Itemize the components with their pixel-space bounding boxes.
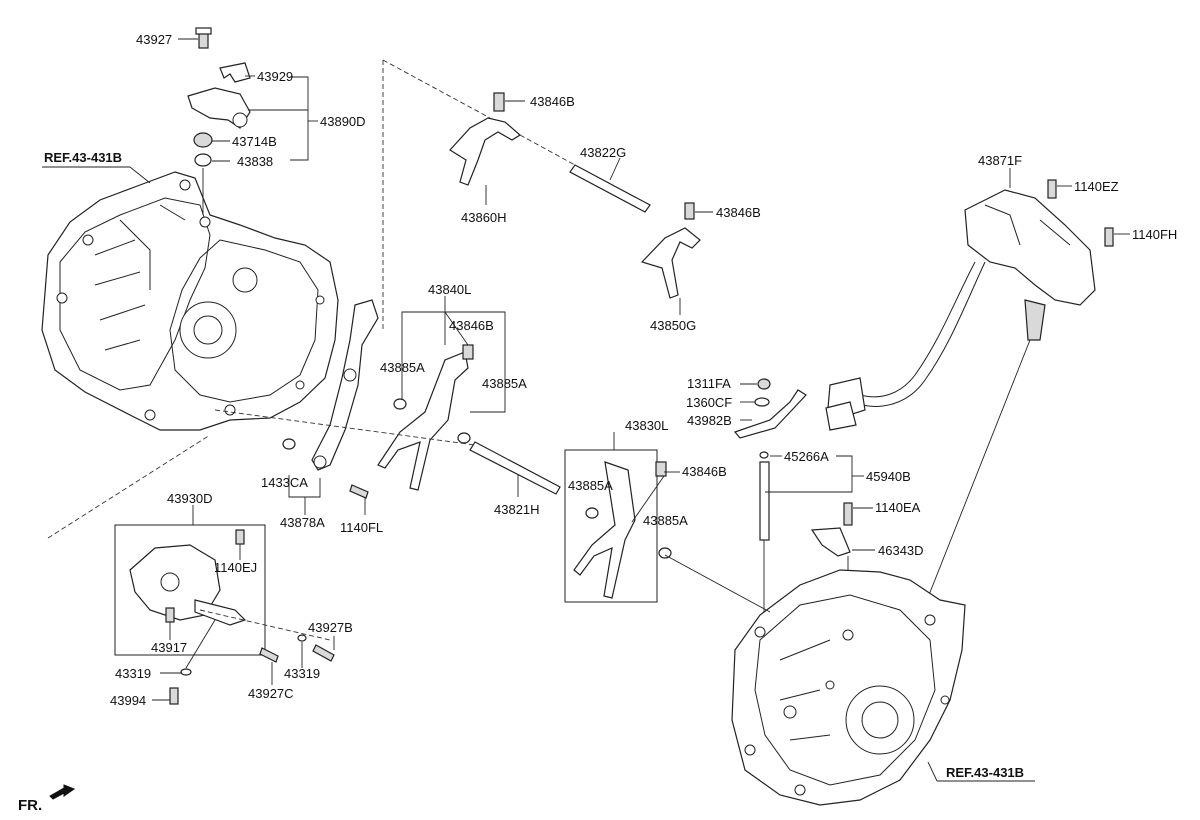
label-45940B: 45940B: [866, 469, 911, 484]
label-43846B-a: 43846B: [530, 94, 575, 109]
label-43714B: 43714B: [232, 134, 277, 149]
label-43822G: 43822G: [580, 145, 626, 160]
label-43840L: 43840L: [428, 282, 471, 297]
switch-harness-43871F: [825, 179, 1114, 606]
detent-parts: [733, 378, 853, 650]
label-43319-b: 43319: [284, 666, 320, 681]
part-labels: 43927 43929 43890D 43714B 43838 REF.43-4…: [44, 32, 1177, 780]
label-45266A: 45266A: [784, 449, 829, 464]
label-43846B-b: 43846B: [716, 205, 761, 220]
label-43846B-c: 43846B: [449, 318, 494, 333]
label-43982B: 43982B: [687, 413, 732, 428]
upper-bracket-stack: [187, 27, 251, 215]
label-43917: 43917: [151, 640, 187, 655]
label-1360CF: 1360CF: [686, 395, 732, 410]
front-marker: FR.: [18, 784, 76, 814]
fork-group-43840L: [311, 299, 561, 495]
label-46343D: 46343D: [878, 543, 924, 558]
fr-label: FR.: [18, 797, 42, 814]
front-direction-arrow-icon: [49, 784, 76, 800]
label-43830L: 43830L: [625, 418, 668, 433]
label-43871F: 43871F: [978, 153, 1022, 168]
label-1140EA: 1140EA: [875, 500, 921, 515]
ref-label-right: REF.43-431B: [946, 765, 1024, 780]
label-43846B-d: 43846B: [682, 464, 727, 479]
label-1140FL: 1140FL: [340, 520, 383, 535]
label-1140FH: 1140FH: [1132, 227, 1177, 242]
label-43885A-d: 43885A: [643, 513, 688, 528]
label-43927: 43927: [136, 32, 172, 47]
label-43319-a: 43319: [115, 666, 151, 681]
label-1311FA: 1311FA: [687, 376, 731, 391]
label-43929: 43929: [257, 69, 293, 84]
label-43850G: 43850G: [650, 318, 696, 333]
label-43927C: 43927C: [248, 686, 294, 701]
shift-lever-assembly: [47, 434, 331, 656]
label-43885A-c: 43885A: [568, 478, 613, 493]
leader-lines: [42, 38, 1130, 782]
shift-axis-line: [214, 409, 476, 446]
small-fasteners-left: [169, 438, 369, 705]
label-43885A-b: 43885A: [482, 376, 527, 391]
label-43821H: 43821H: [494, 502, 540, 517]
label-43885A-a: 43885A: [380, 360, 425, 375]
right-transaxle-case: [664, 554, 966, 806]
left-transaxle-case: [41, 171, 339, 431]
upper-shift-forks: [382, 59, 701, 330]
label-43878A: 43878A: [280, 515, 325, 530]
label-43890D: 43890D: [320, 114, 366, 129]
label-43994: 43994: [110, 693, 146, 708]
label-1433CA: 1433CA: [261, 475, 308, 490]
fork-group-43830L: [564, 449, 672, 603]
label-1140EJ: 1140EJ: [214, 560, 257, 575]
label-43838: 43838: [237, 154, 273, 169]
label-1140EZ: 1140EZ: [1074, 179, 1119, 194]
label-43927B: 43927B: [308, 620, 353, 635]
label-43930D: 43930D: [167, 491, 213, 506]
ref-label-left: REF.43-431B: [44, 150, 122, 165]
label-43860H: 43860H: [461, 210, 507, 225]
